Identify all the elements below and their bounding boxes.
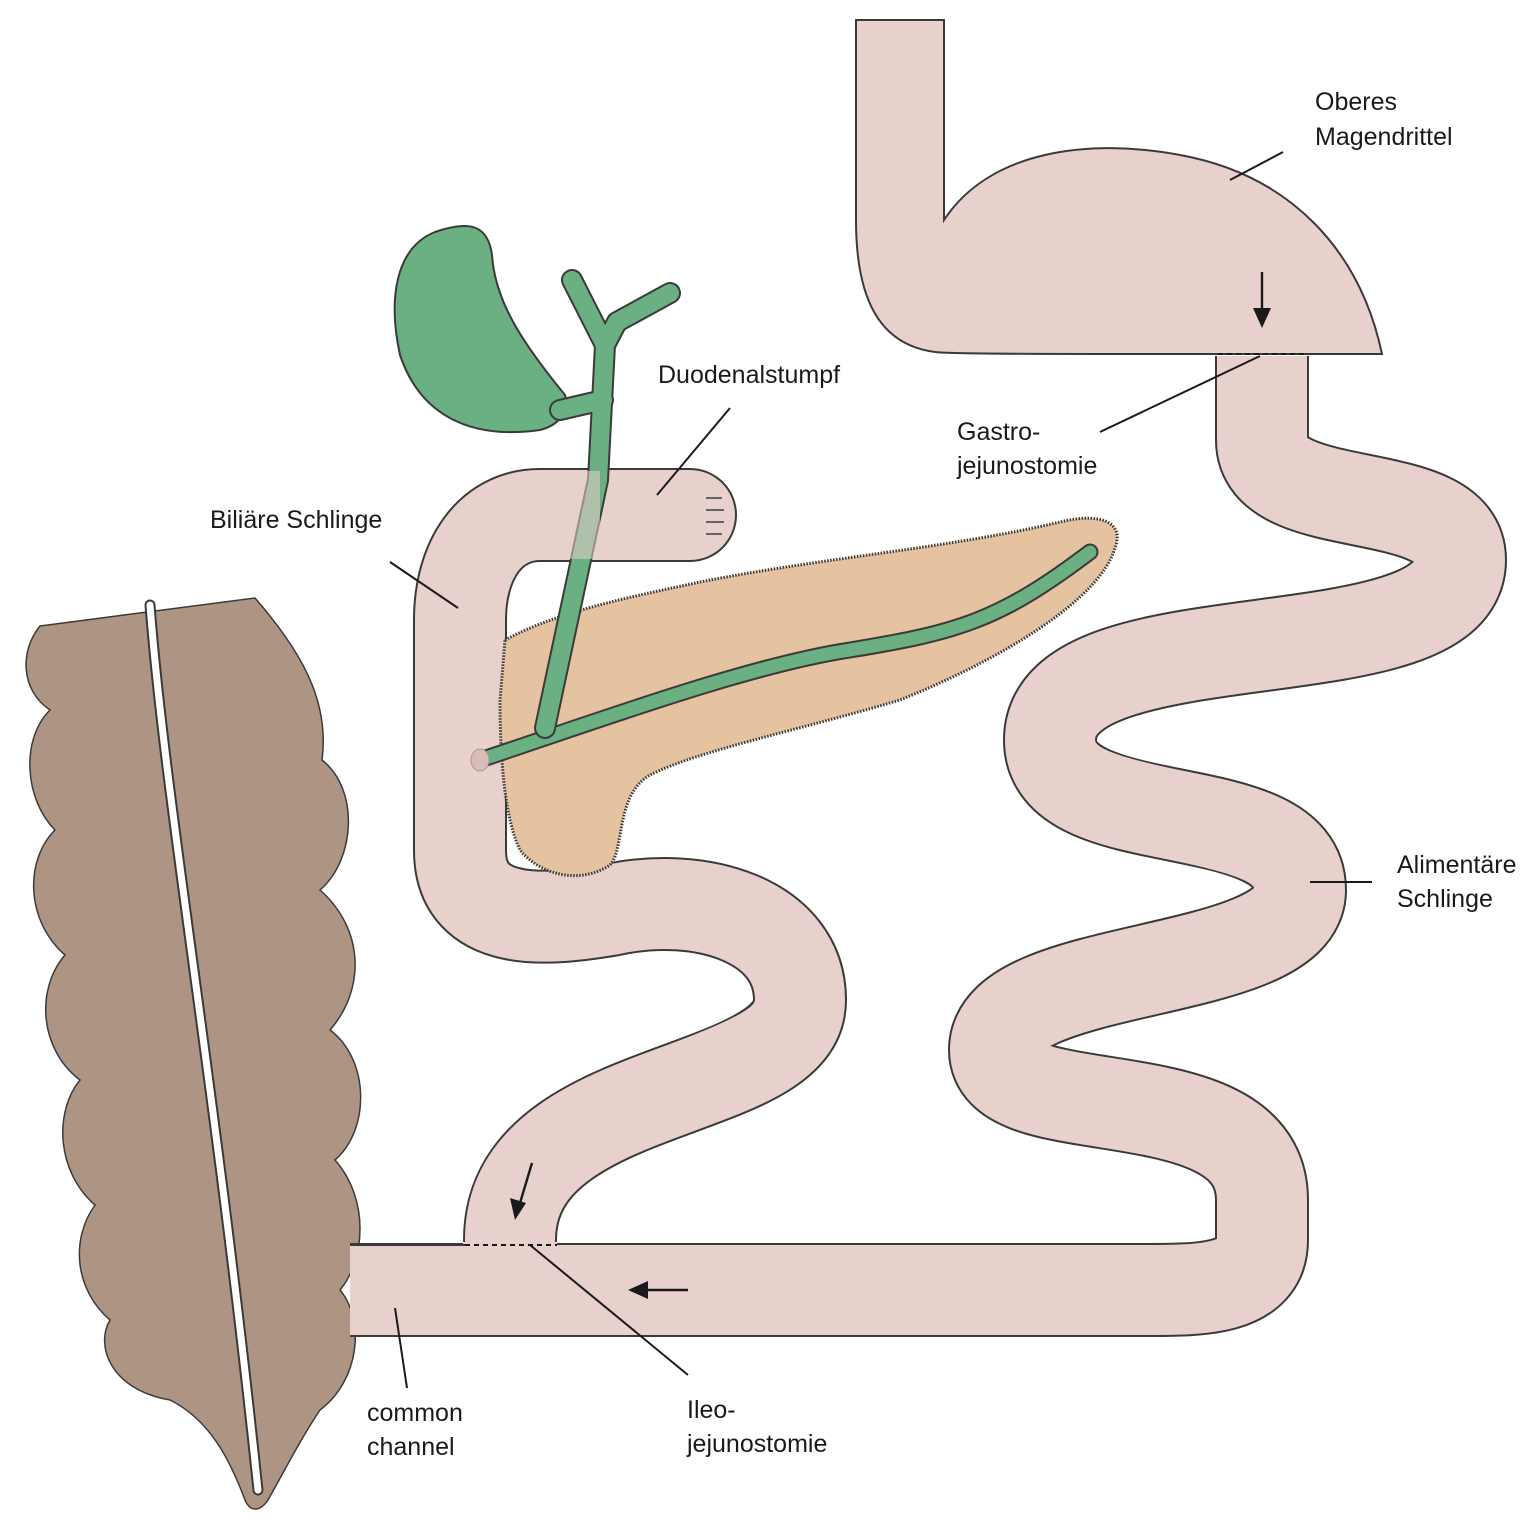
alimentary-loop	[350, 356, 1505, 1335]
leader-common	[394, 1307, 408, 1389]
leader-duodenal	[656, 407, 731, 496]
label-ileojejunostomie: Ileo- jejunostomie	[686, 1396, 827, 1458]
pancreatic-duct-fill	[473, 545, 1097, 767]
bile-ducts	[534, 269, 681, 739]
label-biliaere-schlinge: Biliäre Schlinge	[210, 506, 382, 534]
common-channel	[350, 1246, 870, 1336]
label-alimentaere-schlinge: Alimentäre Schlinge	[1397, 851, 1523, 913]
arrow-left-icon	[628, 1281, 688, 1299]
colon-taenia-inner	[146, 601, 262, 1494]
leader-gastro	[1099, 355, 1261, 433]
label-gastrojejunostomie: Gastro- jejunostomie	[956, 418, 1097, 480]
gallbladder	[393, 225, 568, 434]
leader-oberes	[1229, 151, 1284, 181]
biliary-loop	[415, 470, 846, 1285]
label-oberes-magendrittel: Oberes Magendrittel	[1315, 88, 1453, 151]
leader-ileo	[529, 1244, 689, 1376]
papilla	[470, 748, 490, 772]
stomach-pouch	[855, 19, 1384, 355]
label-duodenalstumpf: Duodenalstumpf	[658, 361, 840, 389]
arrow-diagonal-icon	[510, 1162, 534, 1220]
pancreas	[498, 516, 1119, 878]
arrow-down-icon	[1253, 272, 1271, 328]
leader-biliaere	[389, 561, 459, 609]
duodenal-stump-staples	[706, 497, 724, 535]
label-common-channel: common channel	[367, 1399, 470, 1461]
colon	[25, 597, 362, 1510]
